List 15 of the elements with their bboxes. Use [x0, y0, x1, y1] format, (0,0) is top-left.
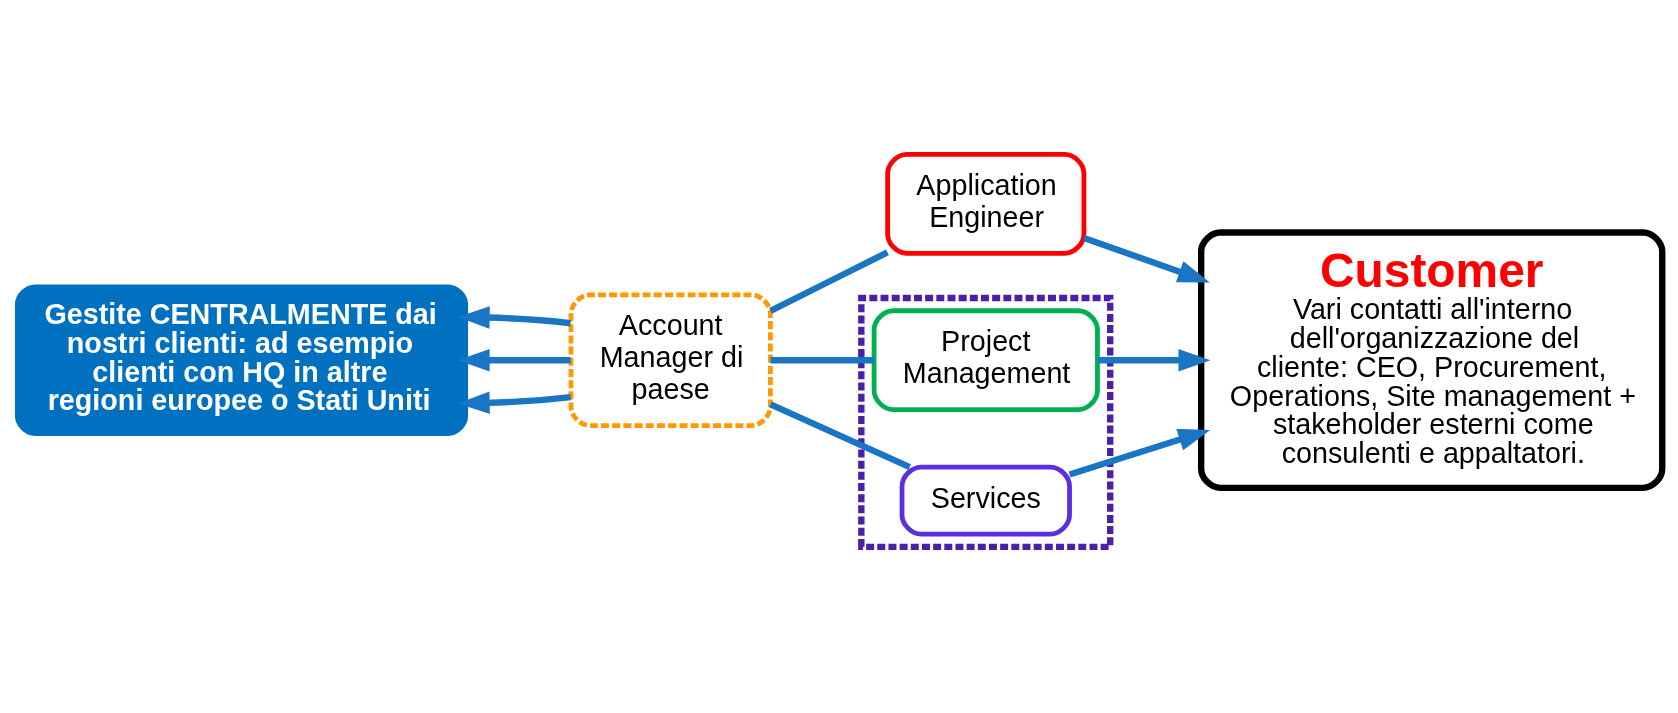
connector: [769, 248, 889, 314]
node-box: Account Manager di paese: [568, 291, 773, 428]
arrow: [457, 348, 571, 371]
arrow: [1097, 348, 1211, 371]
node-box: Project Management: [871, 307, 1100, 412]
arrow: [457, 305, 571, 329]
node-box: Services: [899, 464, 1072, 536]
arrow: [457, 391, 571, 414]
arrow: [1082, 234, 1210, 282]
node-box: Application Engineer: [885, 151, 1087, 256]
connector: [769, 401, 911, 470]
cluster: [858, 294, 1114, 550]
arrow: [1068, 428, 1211, 478]
node-box: Gestite CENTRALMENTE dai nostri clienti: ad esempio clienti con HQ in altre regioni europee o Stati Uniti: [14, 283, 469, 436]
node-box: Customer Vari contatti all'interno dell'organizzazione del cliente: CEO, Procurement, Operations, Site management + stakeholder esterni come consulenti e appaltatori.: [1197, 228, 1666, 491]
